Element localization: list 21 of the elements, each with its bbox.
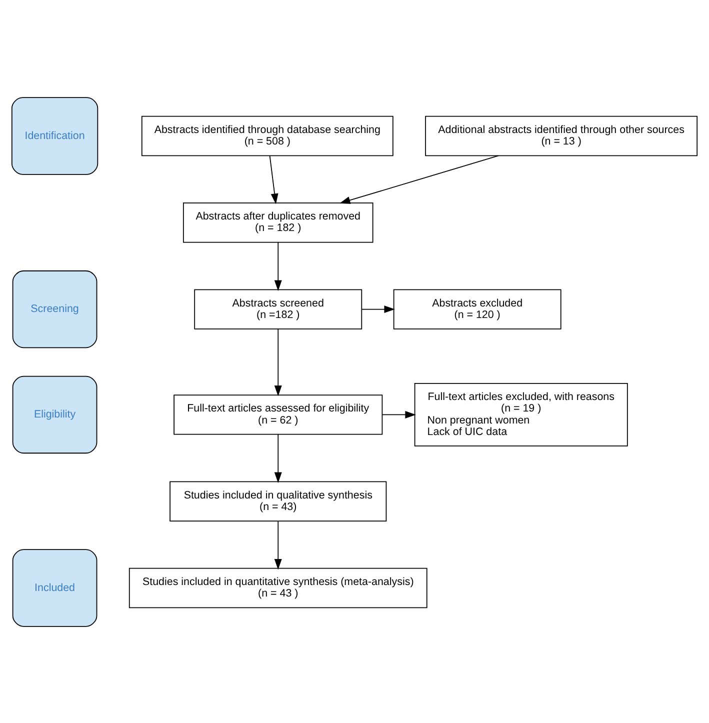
node-box: Full-text articles assessed for eligibility (n = 62 ) — [174, 394, 383, 434]
node-box: Studies included in quantitative synthesis (meta-analysis) (n = 43 ) — [128, 567, 428, 608]
node-box: Full-text articles excluded, with reasons (n = 19 ) Non pregnant women Lack of UIC data — [414, 382, 628, 446]
arrow — [361, 305, 395, 313]
node-box: Abstracts identified through database searching (n = 508 ) — [141, 115, 394, 156]
node-box: Eligibility — [12, 375, 98, 454]
arrow — [382, 410, 416, 418]
arrow — [274, 520, 282, 570]
node-box: Included — [12, 548, 98, 626]
node-box: Screening — [12, 270, 98, 348]
node-box: Identification — [11, 96, 98, 174]
node-box: Abstracts excluded (n = 120 ) — [393, 288, 562, 329]
node-box: Abstracts after duplicates removed (n = 182 ) — [182, 202, 374, 242]
arrow — [274, 241, 282, 290]
arrow — [274, 433, 282, 483]
arrow — [269, 154, 278, 204]
node-box: Studies included in qualitative synthesis (n = 43) — [170, 480, 387, 521]
arrow — [340, 154, 499, 204]
arrow — [274, 328, 282, 396]
node-box: Abstracts screened (n =182 ) — [194, 288, 362, 329]
node-box: Additional abstracts identified through other sources (n = 13 ) — [425, 115, 698, 156]
